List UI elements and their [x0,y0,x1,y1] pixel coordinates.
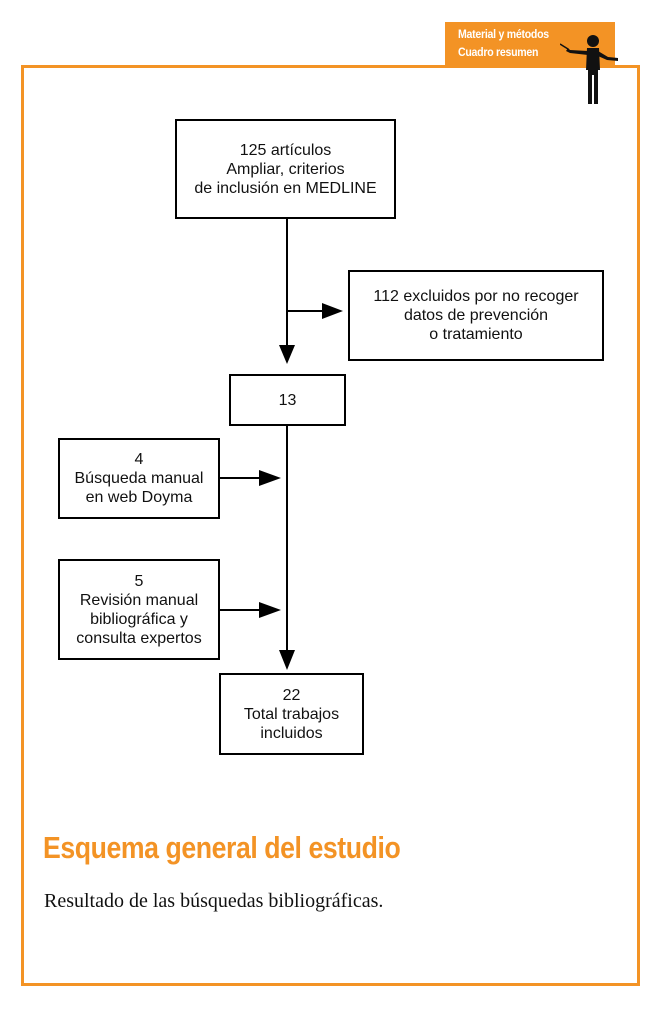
excluded-line-2: datos de prevención [403,307,549,324]
manual-search-line-1: 4 [134,451,144,468]
presenter-figure-icon [560,35,618,104]
total-line-3: incluidos [260,724,323,742]
manual-search-box: 4 Búsqueda manual en web Doyma [58,438,220,519]
start-articles-box: 125 artículos Ampliar, criterios de incl… [175,119,396,219]
manual-search-line-3: en web Doyma [85,489,193,506]
total-line-2: Total trabajos [243,705,340,723]
page-title: Esquema general del estudio [43,830,401,865]
review-line-4: consulta expertos [76,629,202,647]
start-line-1: 125 artículos [239,141,332,159]
excluded-line-1: 112 excluidos por no recoger [373,288,579,305]
intermediate-count-box: 13 [229,374,346,426]
section-tab-title: Material y métodos [458,27,549,41]
total-included-box: 22 Total trabajos incluidos [219,673,364,755]
bibliographic-review-box: 5 Revisión manual bibliográfica y consul… [58,559,220,660]
content-frame [21,65,640,986]
start-line-3: de inclusión en MEDLINE [194,179,377,197]
start-line-2: Ampliar, criterios [226,160,345,178]
manual-search-line-2: Búsqueda manual [74,470,204,487]
figure-caption: Resultado de las búsquedas bibliográfica… [44,890,384,912]
excluded-box: 112 excluidos por no recoger datos de pr… [348,270,604,361]
review-line-3: bibliográfica y [90,610,188,628]
review-line-2: Revisión manual [79,591,199,609]
total-line-1: 22 [282,686,301,704]
excluded-line-3: o tratamiento [429,326,523,343]
review-line-1: 5 [134,572,144,590]
intermediate-count: 13 [278,391,297,409]
section-tab-subtitle: Cuadro resumen [458,45,539,59]
